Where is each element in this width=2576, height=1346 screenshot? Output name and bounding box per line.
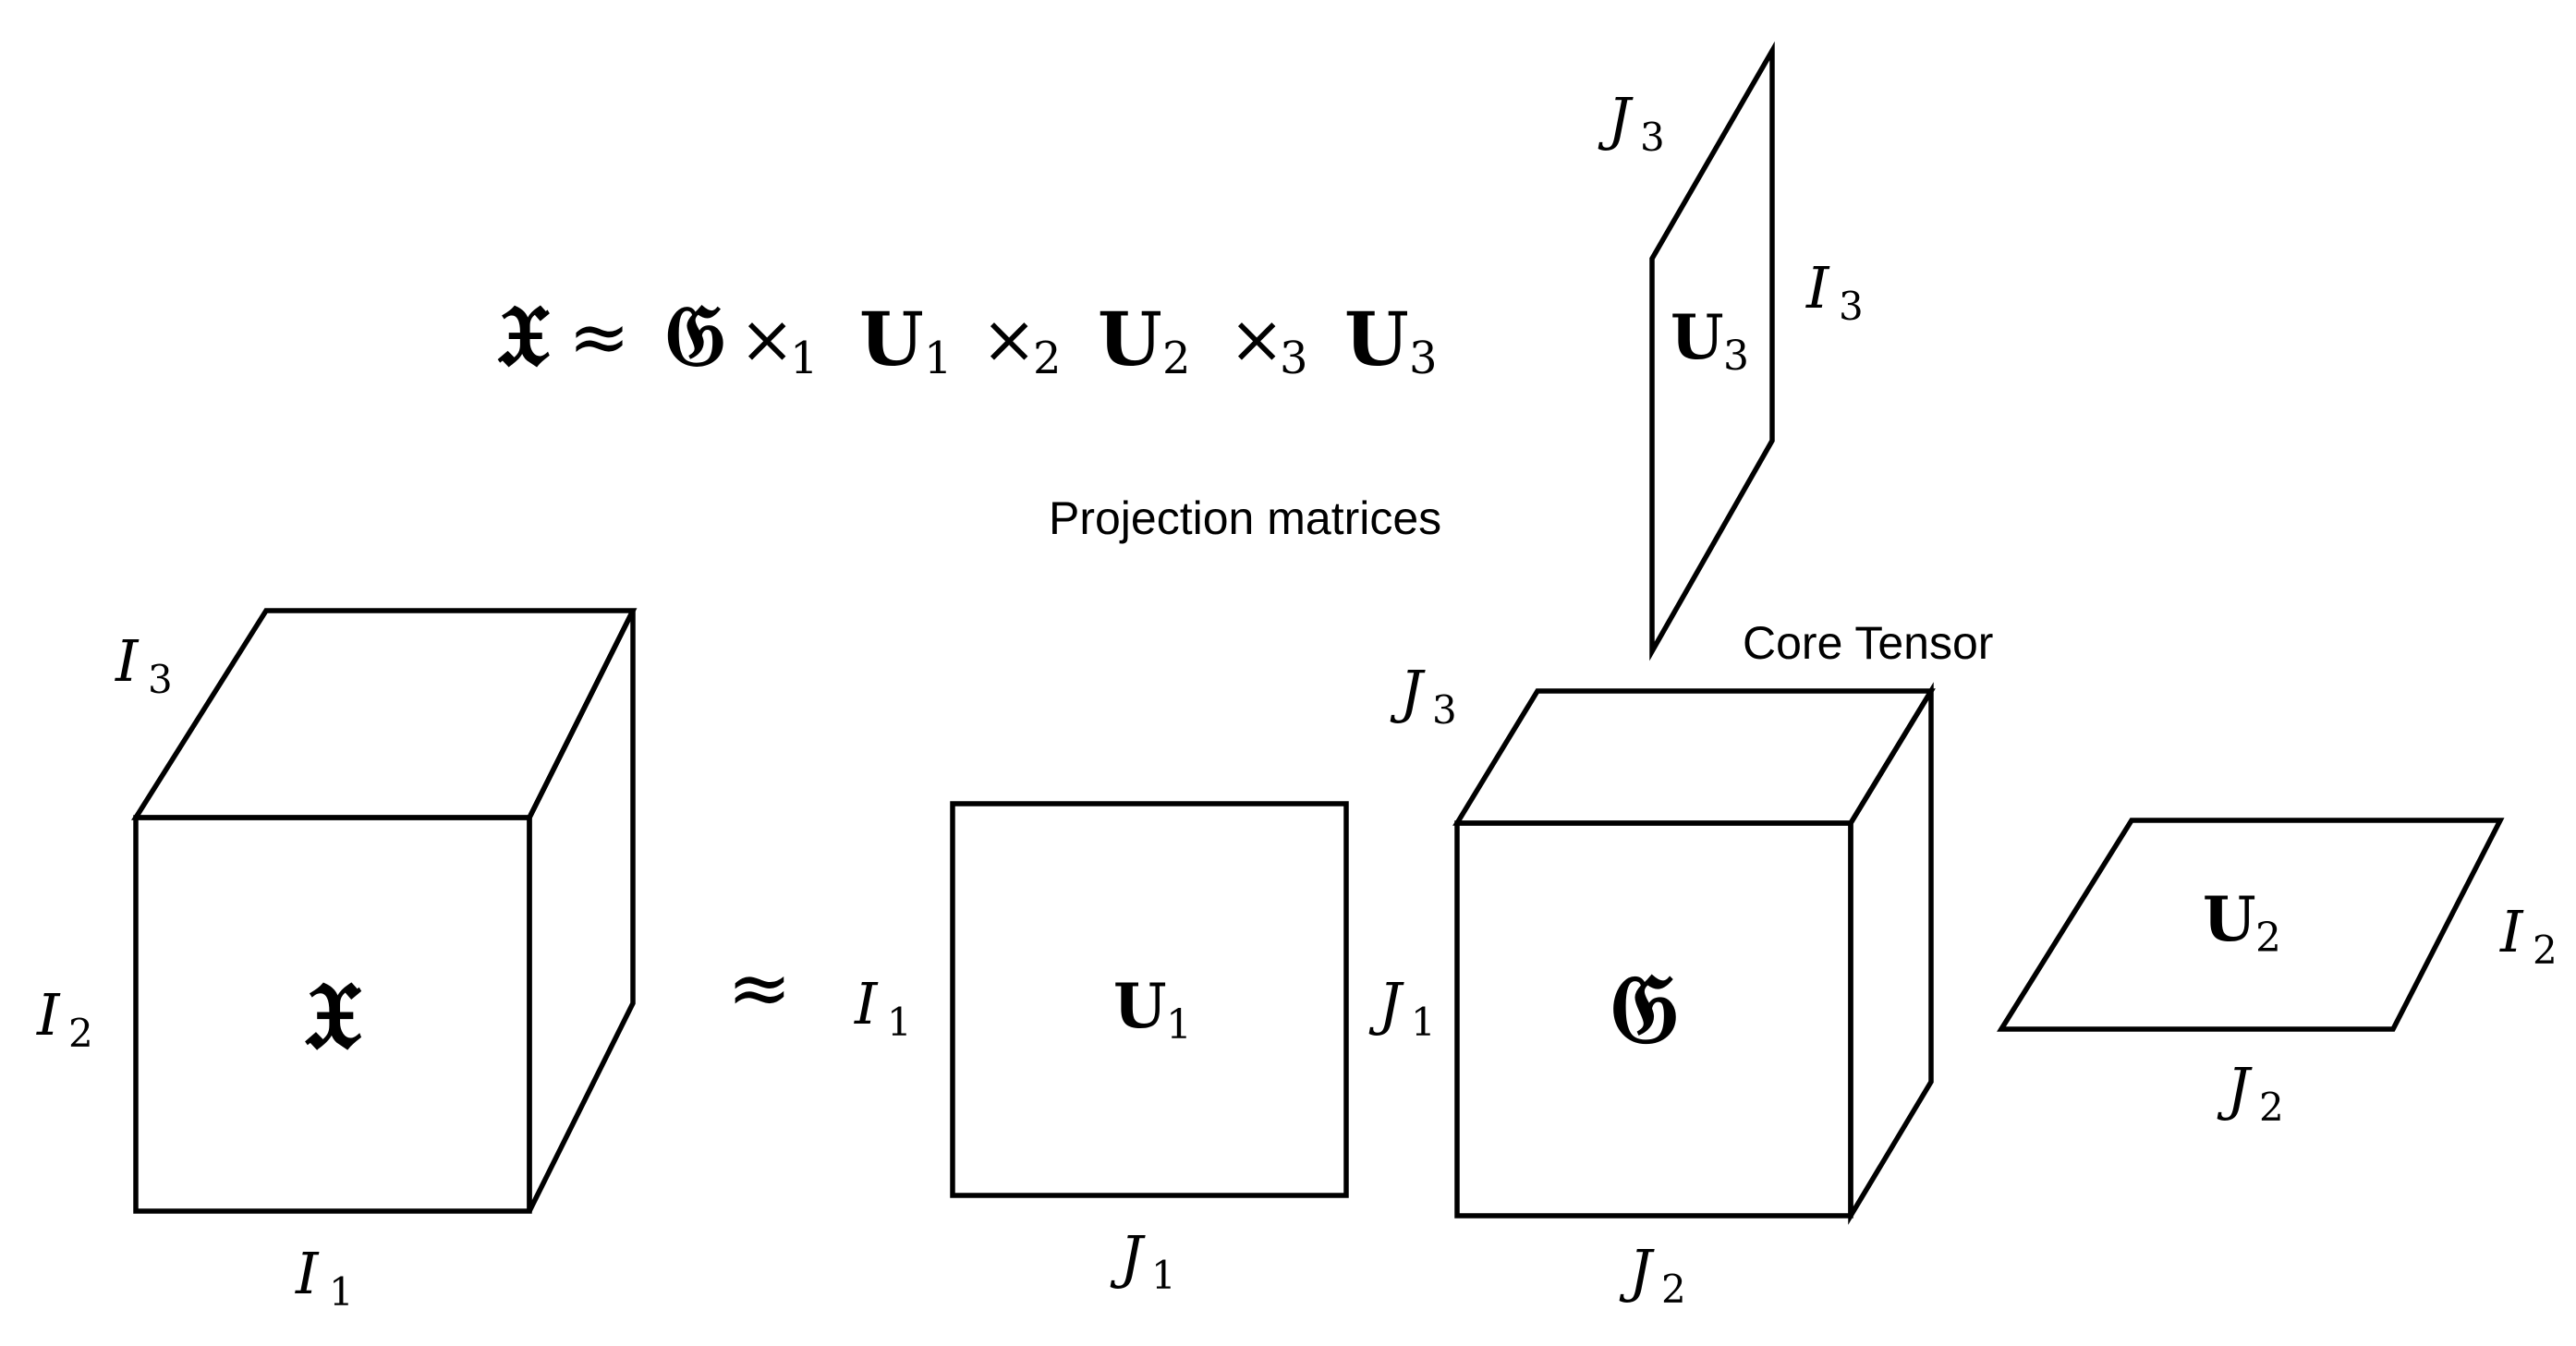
formula-times-1: × [739,300,795,378]
matrix-u1-rect [950,801,1349,1198]
formula-u1: U [859,296,924,382]
core-g-depth-sub: 3 [1432,687,1457,733]
matrix-u2-bottom-label: J [2217,1055,2253,1122]
matrix-u1: U 1 I 1 J 1 [854,801,1349,1298]
tensor-x-top-face [131,608,638,820]
formula-x-symbol: 𝔛 [497,285,550,385]
formula-mode-1: 1 [790,333,819,384]
caption-projection-matrices: Projection matrices [1049,492,1441,544]
tensor-x: 𝔛 I 3 I 2 I 1 [36,608,638,1315]
matrix-u2-symbol-sub: 2 [2255,915,2281,962]
matrix-u2-bottom-sub: 2 [2259,1085,2284,1130]
core-tensor-g: 𝔊 J 3 J 1 J 2 [1368,658,1936,1312]
formula-u3: U [1344,296,1409,382]
matrix-u3-top-sub: 3 [1640,115,1665,160]
tensor-x-width-label: I [295,1240,320,1307]
tensor-x-height-label: I [36,981,61,1049]
core-g-bottom-sub: 2 [1661,1267,1686,1312]
matrix-u3-top-label: J [1598,85,1634,152]
formula-u2: U [1098,296,1162,382]
tensor-x-side-face [527,609,636,1213]
core-g-left-label: J [1368,970,1404,1037]
formula-times-2: × [981,300,1037,378]
matrix-u3-symbol: U [1671,301,1724,373]
matrix-u3-symbol-sub: 3 [1723,333,1749,380]
tensor-x-depth-sub: 3 [148,657,173,702]
matrix-u3-right-label: I [1805,254,1830,321]
matrix-u3: U 3 J 3 I 3 [1598,41,1864,661]
formula-u3-sub: 3 [1409,333,1438,384]
matrix-u1-left-label: I [854,970,879,1037]
matrix-u1-bottom-sub: 1 [1151,1253,1176,1298]
core-g-symbol: 𝔊 [1610,952,1679,1065]
tensor-x-width-sub: 1 [329,1269,354,1315]
matrix-u1-symbol: U [1113,970,1167,1042]
formula-u2-sub: 2 [1162,333,1191,384]
matrix-u2-symbol: U [2203,883,2256,955]
matrix-u2: U 2 I 2 J 2 [1997,818,2558,1130]
matrix-u1-symbol-sub: 1 [1166,1001,1192,1049]
tensor-x-height-sub: 2 [68,1011,93,1056]
matrix-u3-right-sub: 3 [1839,284,1864,329]
core-g-bottom-label: J [1619,1237,1655,1304]
matrix-u1-left-sub: 1 [887,1000,912,1045]
formula-mode-2: 2 [1033,333,1062,384]
matrix-u2-right-label: I [2499,898,2524,965]
formula-g-symbol: 𝔊 [665,285,725,385]
matrix-u2-right-sub: 2 [2533,928,2558,973]
formula-approx: ≈ [568,294,630,380]
matrix-u1-bottom-label: J [1110,1223,1146,1291]
approx-sign: ≈ [727,942,792,1033]
core-g-left-sub: 1 [1411,1000,1436,1045]
core-g-depth-label: J [1390,658,1426,725]
core-g-side-face [1848,682,1934,1225]
formula-times-3: × [1229,300,1284,378]
matrix-u3-parallelogram [1649,41,1775,661]
tensor-x-depth-label: I [115,627,140,695]
tucker-formula: 𝔛 ≈ 𝔊 × 1 U 1 × 2 U 2 × 3 U 3 [497,285,1438,385]
tensor-x-symbol: 𝔛 [304,961,361,1070]
matrix-u2-parallelogram [1997,818,2505,1032]
formula-u1-sub: 1 [924,333,953,384]
caption-core-tensor: Core Tensor [1743,617,1993,669]
formula-mode-3: 3 [1280,333,1308,384]
